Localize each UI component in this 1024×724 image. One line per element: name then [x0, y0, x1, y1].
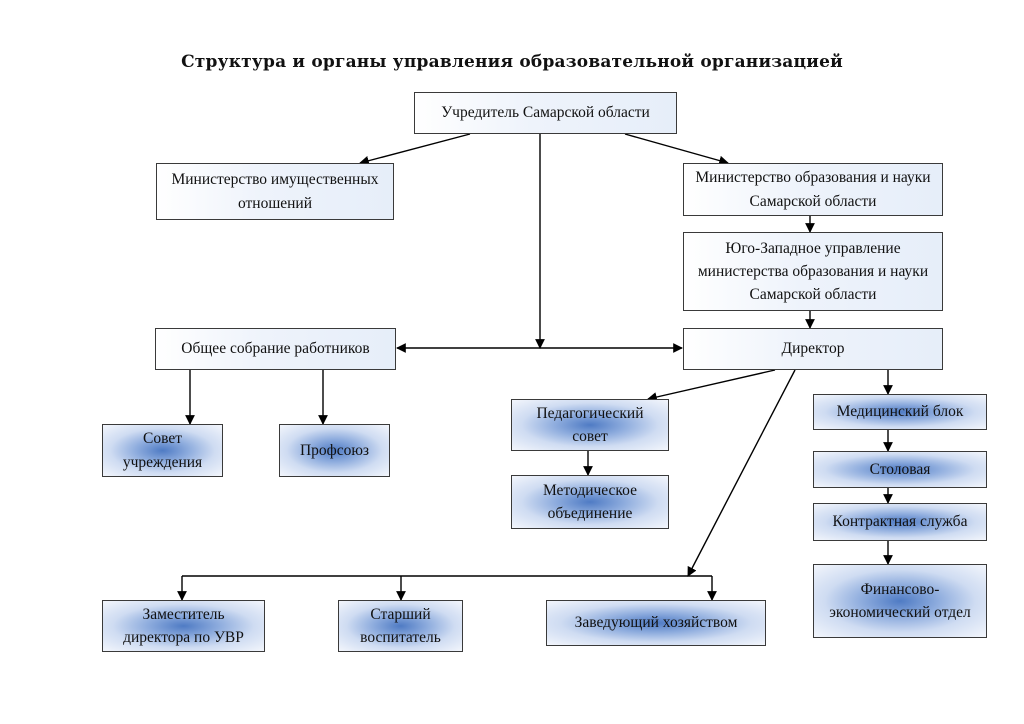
node-facilities-manager-label: Заведующий хозяйством — [574, 614, 738, 632]
node-finance-dept: Финансово-экономический отдел — [813, 564, 987, 638]
node-senior-educator: Старший воспитатель — [338, 600, 463, 652]
edge-founder-property — [359, 133, 471, 166]
node-institution-council-label: Совет учреждения — [122, 430, 203, 471]
edge-founder-education — [624, 133, 729, 166]
node-ministry-education-label: Министерство образования и науки Самарск… — [695, 169, 931, 210]
node-southwest-dept-label: Юго-Западное управление министерства обр… — [697, 239, 929, 304]
node-ministry-property: Министерство имущественных отношений — [156, 163, 394, 220]
node-deputy-director-label: Заместитель директора по УВР — [123, 605, 244, 646]
node-institution-council: Совет учреждения — [102, 424, 223, 477]
node-senior-educator-label: Старший воспитатель — [360, 605, 441, 646]
node-canteen-label: Столовая — [869, 460, 931, 478]
node-general-meeting-label: Общее собрание работников — [181, 340, 370, 358]
node-trade-union-label: Профсоюз — [299, 441, 370, 459]
node-canteen: Столовая — [813, 451, 987, 488]
node-southwest-dept: Юго-Западное управление министерства обр… — [683, 232, 943, 311]
node-methodical-association: Методическое объединение — [511, 475, 669, 529]
node-founder: Учредитель Самарской области — [414, 92, 677, 134]
node-ministry-education: Министерство образования и науки Самарск… — [683, 163, 943, 216]
node-pedagogical-council: Педагогический совет — [511, 399, 669, 451]
node-deputy-director: Заместитель директора по УВР — [102, 600, 265, 652]
node-methodical-association-label: Методическое объединение — [542, 481, 637, 522]
diagram-title: Структура и органы управления образовате… — [181, 52, 843, 72]
node-medical-unit: Медицинский блок — [813, 394, 987, 430]
node-ministry-property-label: Министерство имущественных отношений — [171, 171, 379, 212]
node-general-meeting: Общее собрание работников — [155, 328, 396, 370]
node-director: Директор — [683, 328, 943, 370]
node-pedagogical-council-label: Педагогический совет — [536, 404, 644, 445]
node-director-label: Директор — [781, 340, 845, 358]
node-contract-service-label: Контрактная служба — [832, 513, 968, 531]
node-finance-dept-label: Финансово-экономический отдел — [829, 580, 971, 621]
node-trade-union: Профсоюз — [279, 424, 390, 477]
node-contract-service: Контрактная служба — [813, 503, 987, 541]
node-founder-label: Учредитель Самарской области — [441, 104, 650, 122]
edge-director-pedagogical — [647, 369, 776, 402]
node-medical-unit-label: Медицинский блок — [836, 403, 964, 421]
edge-director-staff — [687, 369, 796, 577]
node-facilities-manager: Заведующий хозяйством — [546, 600, 766, 646]
